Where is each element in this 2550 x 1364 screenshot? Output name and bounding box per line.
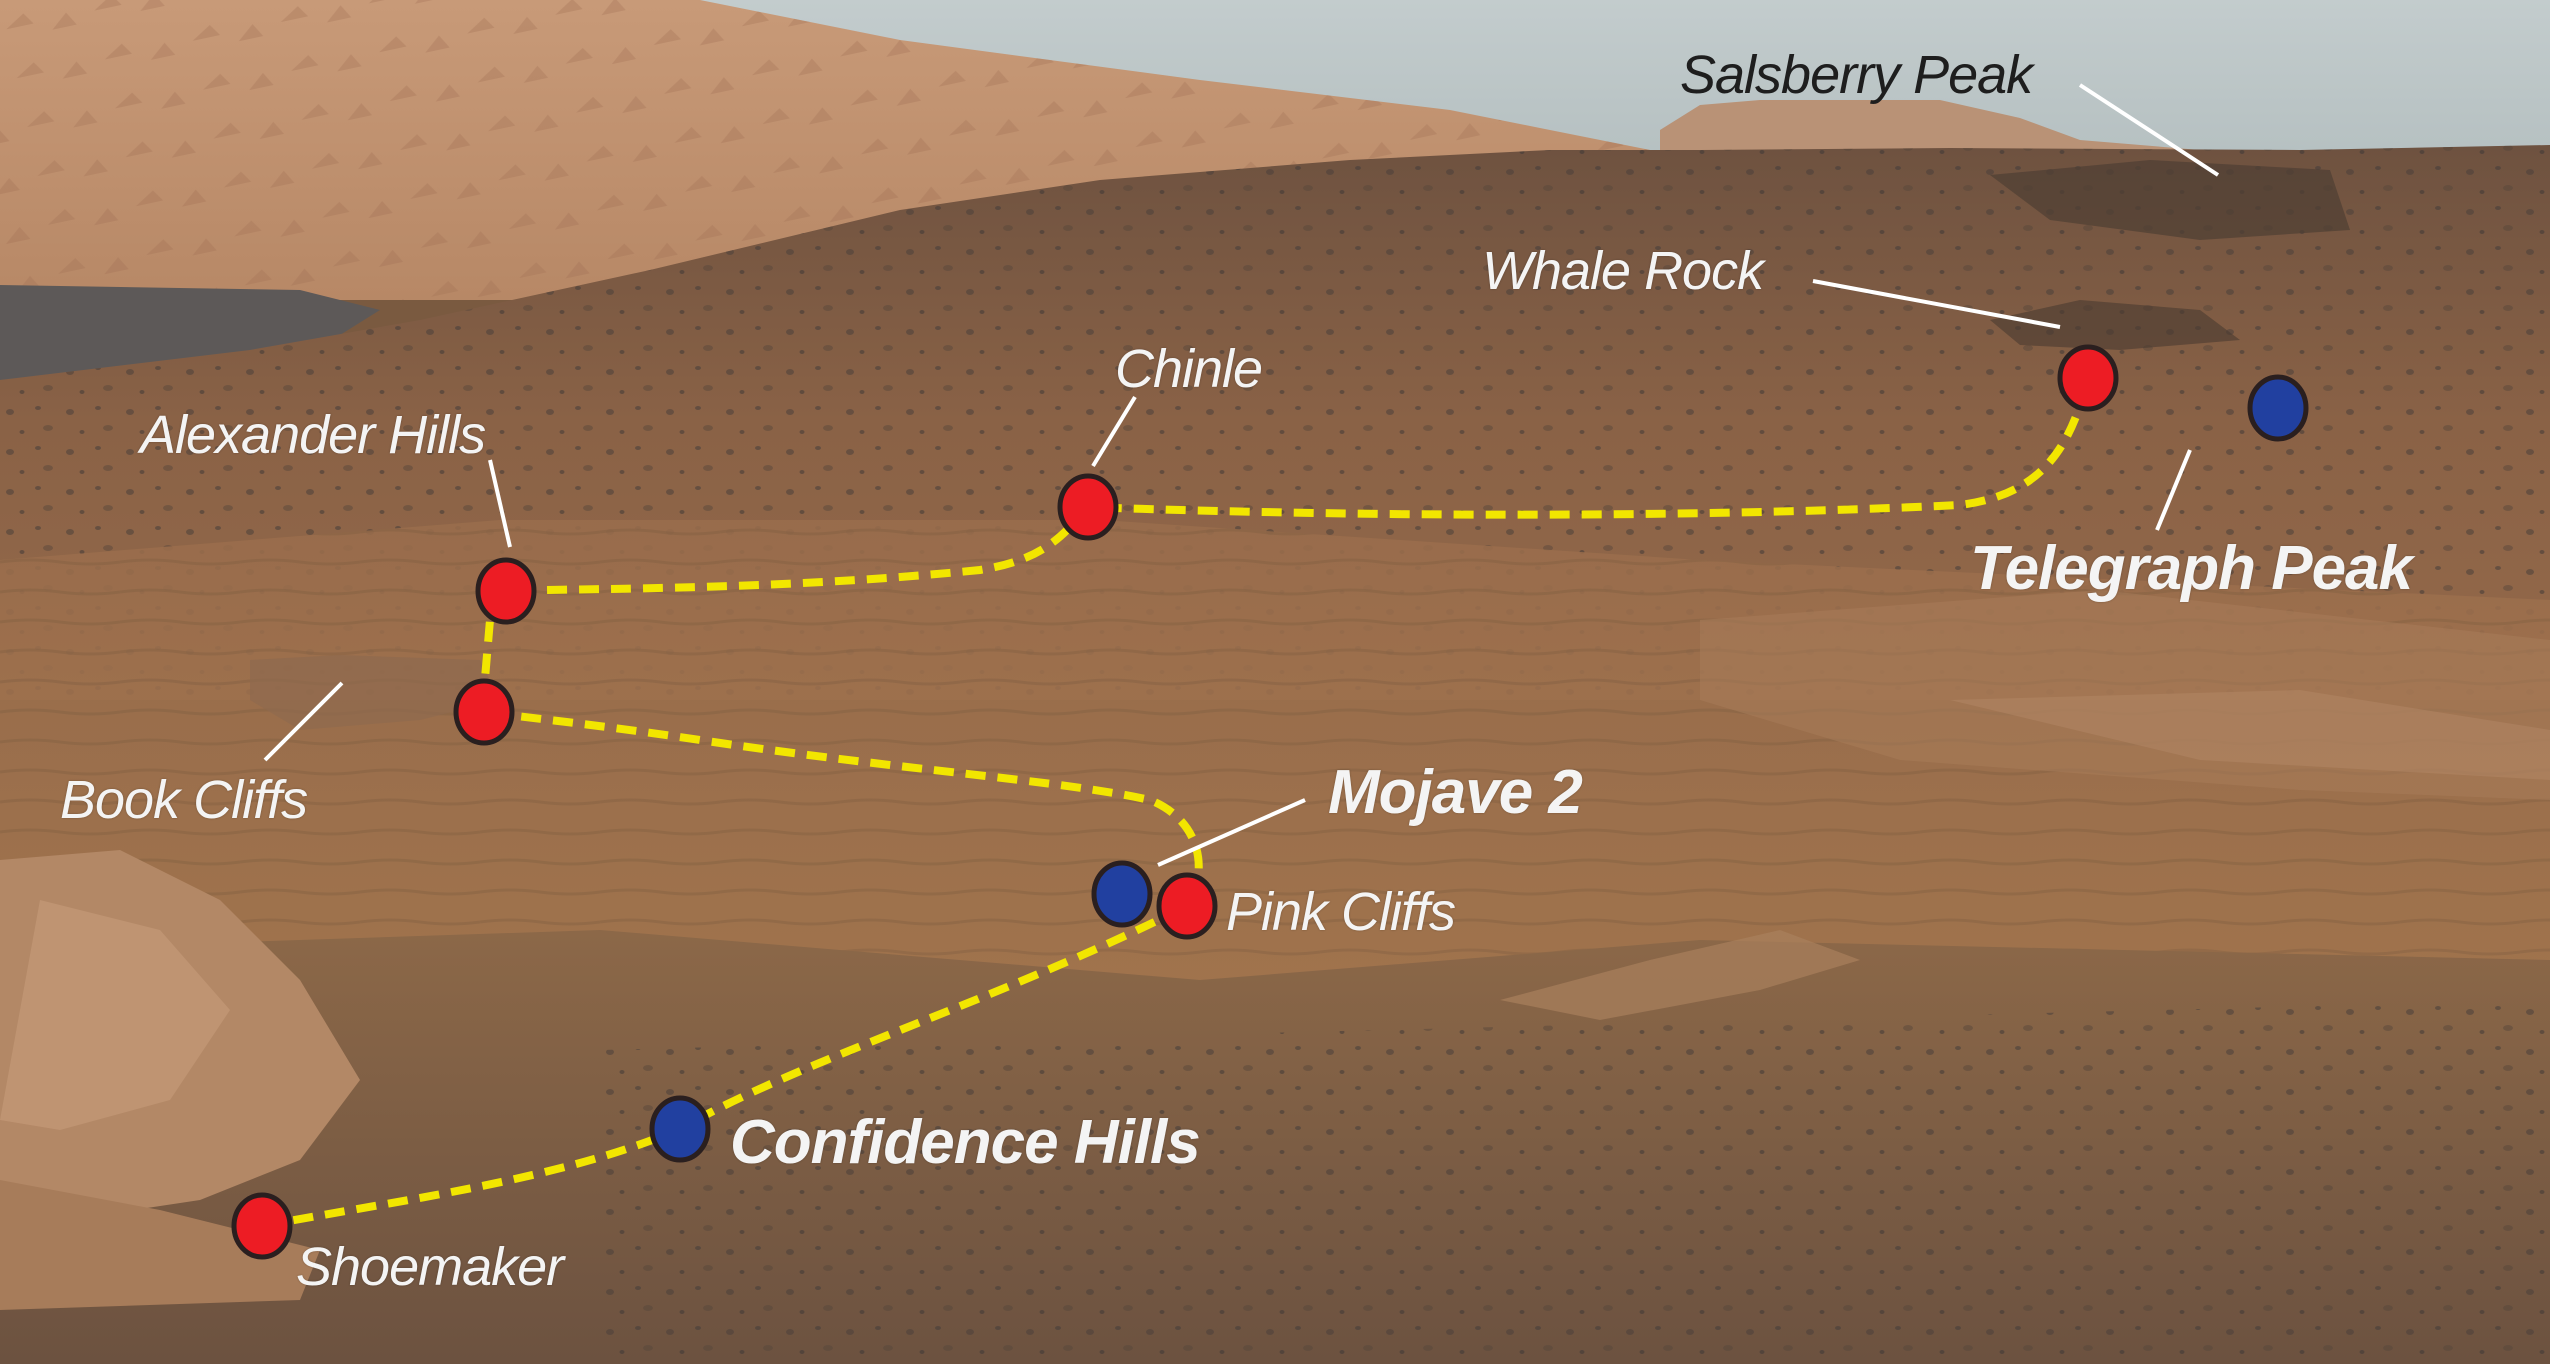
leader-mojave-2 bbox=[1157, 798, 1306, 867]
marker-telegraph-peak bbox=[2247, 374, 2309, 442]
marker-confidence-hills bbox=[649, 1095, 711, 1163]
leader-chinle bbox=[1091, 395, 1137, 468]
label-book-cliffs: Book Cliffs bbox=[60, 770, 308, 830]
marker-book-cliffs-stop bbox=[453, 678, 515, 746]
leader-alexander-hills bbox=[488, 459, 512, 548]
marker-alexander-hills bbox=[475, 557, 537, 625]
marker-mojave-2 bbox=[1091, 860, 1153, 928]
marker-chinle bbox=[1057, 473, 1119, 541]
label-chinle: Chinle bbox=[1115, 339, 1263, 399]
rover-route-path bbox=[261, 377, 2092, 1230]
marker-shoemaker bbox=[231, 1192, 293, 1260]
label-shoemaker: Shoemaker bbox=[296, 1237, 564, 1297]
marker-whale-rock bbox=[2057, 344, 2119, 412]
label-mojave-2: Mojave 2 bbox=[1328, 758, 1583, 827]
label-confidence-hills: Confidence Hills bbox=[730, 1108, 1201, 1177]
label-pink-cliffs: Pink Cliffs bbox=[1226, 882, 1456, 942]
label-salsberry-peak: Salsberry Peak bbox=[1680, 45, 2033, 105]
label-alexander-hills: Alexander Hills bbox=[140, 405, 486, 465]
label-telegraph-peak: Telegraph Peak bbox=[1970, 534, 2413, 603]
leader-telegraph-peak bbox=[2155, 449, 2192, 531]
label-whale-rock: Whale Rock bbox=[1482, 241, 1764, 301]
leader-book-cliffs bbox=[263, 681, 344, 762]
marker-pink-cliffs bbox=[1156, 872, 1218, 940]
leader-whale-rock bbox=[1812, 279, 2061, 329]
leader-salsberry-peak bbox=[2078, 83, 2220, 177]
